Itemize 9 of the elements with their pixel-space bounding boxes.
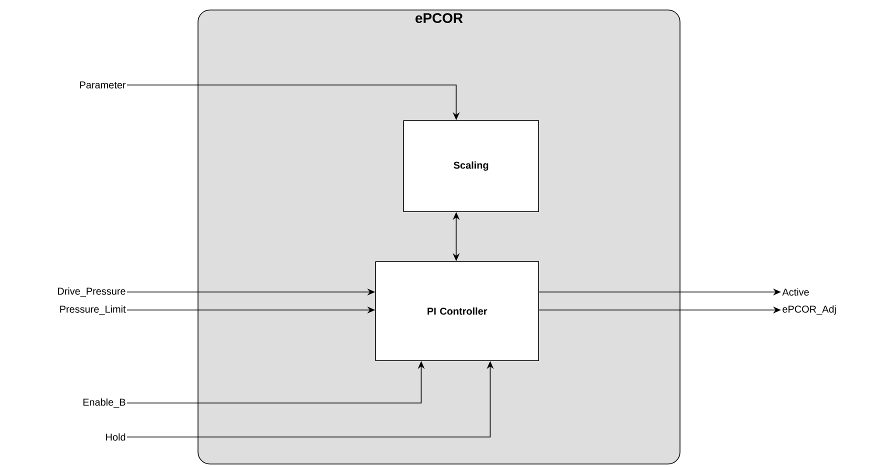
signal-label: Enable_B bbox=[83, 398, 126, 408]
signal-label: Parameter bbox=[80, 82, 126, 88]
signal-label: ePCOR_Adj bbox=[782, 305, 836, 315]
signal-label: Pressure_Limit bbox=[60, 305, 126, 315]
signal-label: Drive_Pressure bbox=[58, 287, 126, 297]
signal-label: Active bbox=[782, 288, 809, 296]
signal-label: Hold bbox=[106, 433, 126, 441]
block-box: Scaling bbox=[403, 120, 539, 212]
block-box: PI Controller bbox=[375, 261, 539, 361]
